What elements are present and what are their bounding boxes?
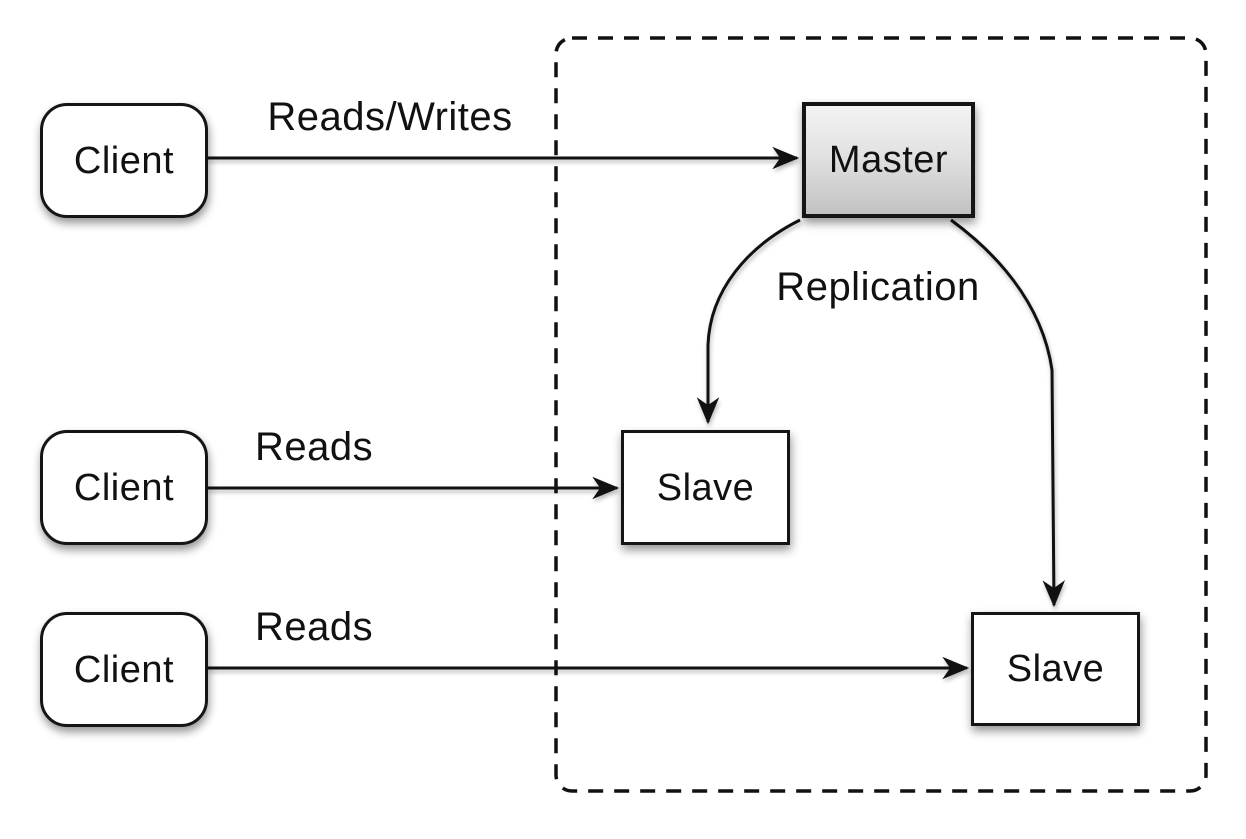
node-slave-1-label: Slave xyxy=(656,466,755,509)
node-slave-2: Slave xyxy=(971,612,1140,726)
edge-label-replication: Replication xyxy=(776,265,980,309)
edge-label-reads-1: Reads xyxy=(254,425,374,469)
node-client-1-label: Client xyxy=(73,139,175,182)
edge-label-reads-writes: Reads/Writes xyxy=(267,95,513,139)
node-master-label: Master xyxy=(828,139,949,181)
node-slave-1: Slave xyxy=(621,430,790,545)
node-client-2-label: Client xyxy=(73,466,175,509)
edge-replication-left-arrow xyxy=(696,218,801,425)
node-client-3: Client xyxy=(40,612,208,727)
edge-replication-right-arrow xyxy=(950,218,1066,608)
node-slave-2-label: Slave xyxy=(1006,648,1105,690)
cluster-boundary xyxy=(554,36,1208,793)
edge-label-reads-2: Reads xyxy=(254,605,374,649)
node-master: Master xyxy=(802,102,975,218)
node-client-1: Client xyxy=(40,103,208,218)
node-client-3-label: Client xyxy=(73,648,175,691)
node-client-2: Client xyxy=(40,430,208,545)
